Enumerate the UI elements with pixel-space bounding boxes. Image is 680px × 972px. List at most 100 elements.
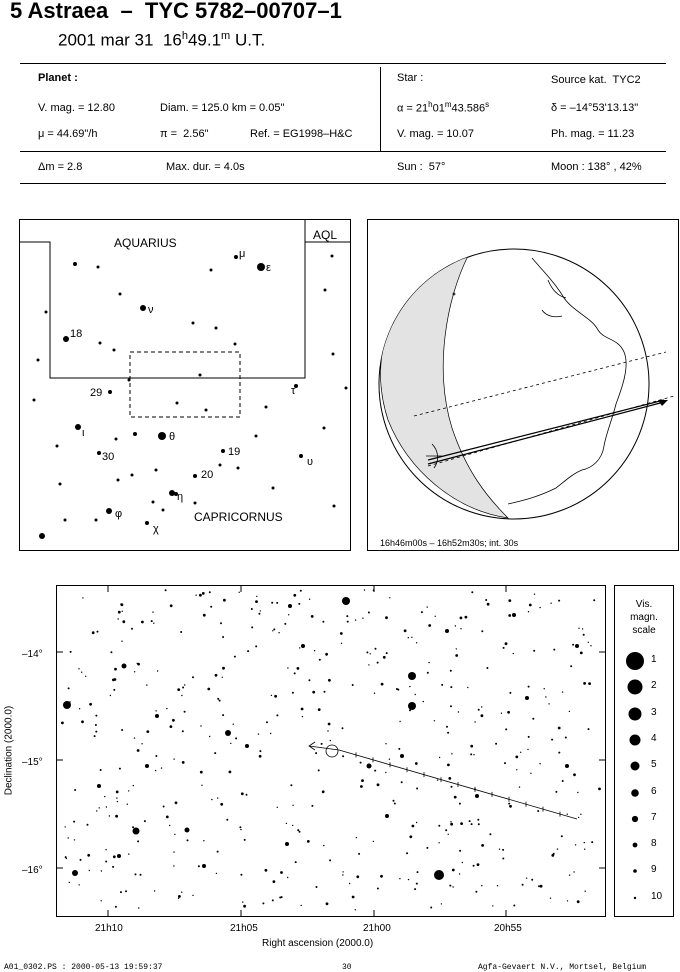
field-star [458, 802, 461, 805]
field-star [568, 710, 571, 713]
field-star [134, 873, 137, 876]
finder-star [193, 501, 197, 505]
alpha-h-unit: h [428, 100, 433, 109]
field-star [86, 823, 89, 826]
star-label-nu: ν [148, 304, 154, 316]
star-label-mu: μ [239, 248, 245, 260]
star-chart [57, 586, 605, 916]
field-star [287, 667, 289, 669]
field-star [276, 714, 279, 717]
field-star [368, 664, 370, 666]
y-tick-label-2: –16° [22, 865, 43, 876]
field-star [472, 864, 475, 867]
field-star [481, 630, 484, 633]
field-star [438, 842, 440, 844]
field-star [203, 840, 205, 842]
scale-label: 6 [651, 785, 657, 797]
finder-star [58, 482, 62, 486]
field-star [139, 873, 142, 876]
field-star [555, 790, 558, 793]
field-star [527, 748, 529, 751]
field-star [363, 589, 366, 591]
occultation-track [308, 741, 578, 820]
field-star [125, 890, 127, 893]
field-star [114, 667, 117, 671]
field-star [73, 820, 76, 823]
target-star-marker [325, 744, 339, 758]
footer-file-info: A01_0302.PS : 2000-05-13 19:59:37 [4, 963, 163, 972]
footer-page-number: 30 [342, 963, 352, 972]
finder-star [271, 486, 275, 490]
field-star [411, 824, 415, 828]
field-star [366, 763, 372, 769]
field-star [141, 743, 143, 745]
field-star [240, 828, 242, 831]
field-star [470, 753, 473, 756]
track-arrow-shaft [308, 745, 340, 751]
scale-label: 7 [651, 811, 657, 823]
field-star [374, 769, 377, 772]
field-star [64, 856, 67, 859]
field-star [73, 839, 76, 841]
field-star [426, 671, 429, 674]
field-star [181, 761, 185, 764]
field-star [498, 848, 501, 850]
field-star [531, 878, 534, 881]
field-star [485, 599, 488, 601]
field-star [217, 797, 219, 799]
delta-magnitude: Δm = 2.8 [38, 161, 83, 173]
field-star [88, 869, 90, 872]
field-star [471, 591, 474, 594]
field-star [372, 840, 375, 843]
field-star [520, 751, 522, 753]
y-tick-label-0: –14° [22, 649, 43, 660]
finder-star [145, 521, 149, 525]
field-star [516, 769, 518, 771]
field-star [222, 714, 225, 717]
field-star [450, 686, 453, 689]
field-star [416, 871, 419, 874]
scale-dot-graphic [633, 896, 637, 899]
field-star [460, 822, 463, 825]
finder-star [151, 500, 155, 504]
field-star [583, 682, 586, 685]
field-star [446, 725, 448, 728]
field-star [74, 789, 77, 791]
field-star [430, 906, 433, 909]
field-star [575, 644, 579, 648]
field-star [584, 848, 586, 850]
field-star [217, 697, 220, 700]
field-star [495, 742, 498, 745]
field-star [173, 851, 175, 853]
field-star [273, 628, 276, 631]
field-star [251, 626, 254, 629]
star-label-phi: φ [115, 508, 122, 520]
field-star [376, 887, 379, 890]
field-star [561, 780, 564, 782]
scale-dot-graphic [631, 815, 639, 822]
field-star [566, 813, 568, 815]
field-star [209, 735, 211, 738]
field-star [587, 641, 589, 643]
scale-dot-graphic [630, 761, 640, 771]
field-star [454, 625, 457, 627]
field-star [556, 848, 559, 850]
field-star [100, 900, 102, 902]
field-star [301, 644, 305, 648]
field-star [552, 852, 555, 855]
field-star [300, 904, 302, 907]
scale-dot [631, 788, 639, 797]
scale-row: 8 [615, 834, 673, 860]
field-star [415, 642, 418, 644]
field-star [211, 798, 213, 801]
field-star [138, 907, 140, 909]
field-star [385, 616, 388, 620]
field-star [566, 900, 569, 902]
scale-row: 7 [615, 808, 673, 834]
field-star [457, 711, 460, 713]
field-star [192, 676, 194, 679]
field-star [450, 785, 453, 788]
field-star [293, 593, 297, 597]
field-star [266, 721, 268, 724]
field-star [169, 725, 173, 728]
